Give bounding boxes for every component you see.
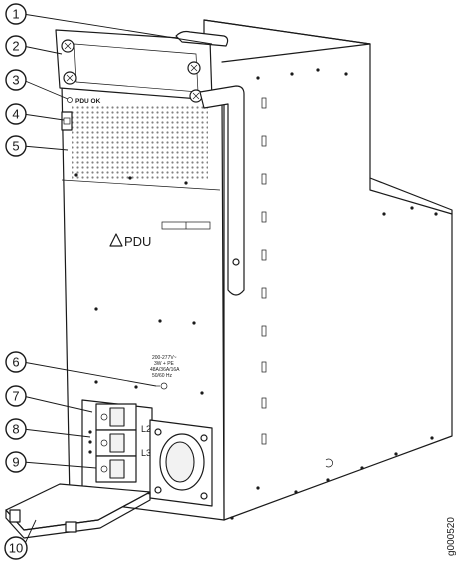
callout-1: 1 xyxy=(5,3,27,25)
svg-text:10: 10 xyxy=(9,541,23,556)
pdu-brand-label: PDU xyxy=(124,234,151,249)
callout-5: 5 xyxy=(5,135,27,157)
svg-text:2: 2 xyxy=(12,39,19,54)
top-cover-plate xyxy=(55,29,229,103)
captive-screws xyxy=(61,39,203,103)
pdu-ok-label: PDU OK xyxy=(75,98,101,105)
svg-text:1: 1 xyxy=(12,7,19,22)
callout-2: 2 xyxy=(5,35,27,57)
rating-line-1: 200-277V~ xyxy=(152,355,177,361)
svg-text:8: 8 xyxy=(12,422,19,437)
rating-line-2: 3W + PE xyxy=(154,361,175,367)
phase-label-l3: L3 xyxy=(141,448,151,458)
power-inlet xyxy=(149,419,213,507)
ground-terminal xyxy=(156,382,168,390)
callout-8: 8 xyxy=(5,418,27,440)
figure-id: g000520 xyxy=(446,517,457,556)
bottom-cover-plate xyxy=(5,483,151,539)
svg-text:9: 9 xyxy=(12,455,19,470)
svg-text:5: 5 xyxy=(12,139,19,154)
phase-label-l2: L2 xyxy=(141,424,151,434)
rating-line-3: 48A/36A/16A xyxy=(150,367,180,373)
callout-7: 7 xyxy=(5,385,27,407)
callout-6: 6 xyxy=(5,351,27,373)
callout-3: 3 xyxy=(5,69,27,91)
breaker-3 xyxy=(95,455,137,483)
breaker-1 xyxy=(95,403,137,431)
svg-text:7: 7 xyxy=(12,389,19,404)
svg-text:4: 4 xyxy=(12,107,19,122)
callout-4: 4 xyxy=(5,103,27,125)
callouts: 1 2 3 4 5 6 7 8 xyxy=(4,3,28,560)
release-latch xyxy=(61,111,73,131)
rating-line-4: 50/60 Hz xyxy=(152,373,173,379)
callout-9: 9 xyxy=(5,451,27,473)
svg-text:6: 6 xyxy=(12,355,19,370)
breaker-2 xyxy=(95,429,137,457)
circuit-breaker-block: L2 L3 xyxy=(81,399,153,495)
callout-10: 10 xyxy=(4,536,28,560)
vent-grille xyxy=(72,104,208,180)
pdu-handle xyxy=(199,85,245,296)
pdu-ok-led: PDU OK xyxy=(67,97,101,105)
leader-lines xyxy=(22,13,213,549)
svg-text:3: 3 xyxy=(12,73,19,88)
